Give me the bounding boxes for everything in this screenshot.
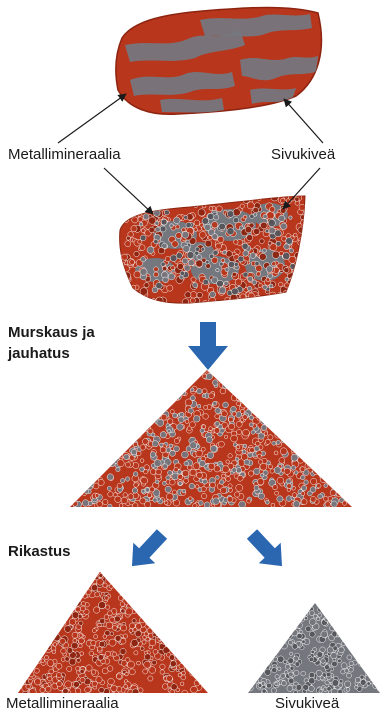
label-gangue-bottom: Sivukiveä — [275, 695, 339, 712]
ore-rock — [116, 8, 322, 115]
metal-concentrate-pile — [15, 569, 211, 696]
label-concentration: Rikastus — [8, 542, 71, 562]
concentrate-flow-arrow — [121, 524, 173, 577]
label-crushing-line1: Murskaus ja — [8, 323, 95, 343]
crushed-rock — [115, 192, 308, 307]
crushing-flow-arrow — [188, 322, 228, 370]
label-crushing-line2: jauhatus — [8, 344, 70, 364]
gangue-pile — [247, 601, 382, 695]
ground-ore-pile — [68, 367, 356, 510]
label-metal-mineral-bottom: Metallimineraalia — [6, 695, 119, 712]
gangue-flow-arrow — [241, 524, 293, 577]
label-gangue-top: Sivukiveä — [271, 146, 335, 163]
label-metal-mineral-top: Metallimineraalia — [8, 146, 121, 163]
